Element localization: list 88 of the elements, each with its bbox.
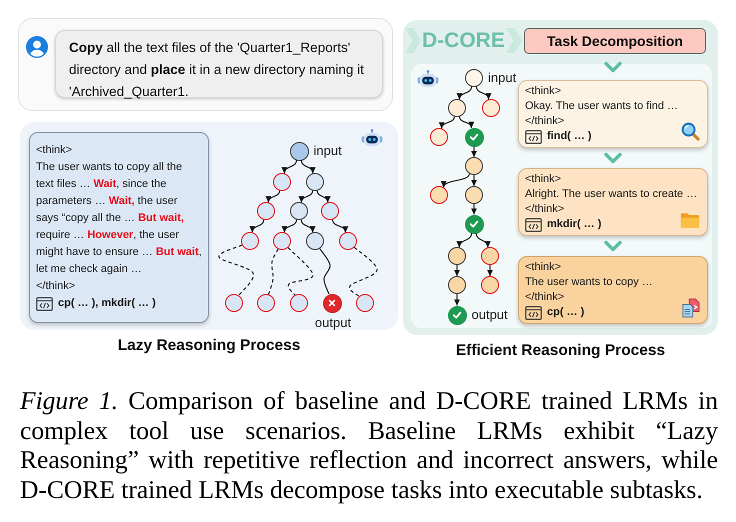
tree-node (481, 247, 499, 265)
arrow (440, 116, 455, 129)
tree-node (321, 202, 339, 220)
arrow (476, 86, 491, 100)
arrow (471, 146, 477, 158)
tree-node (306, 232, 324, 250)
arrow (454, 265, 460, 276)
method-name: D-CORE (421, 28, 506, 53)
think-tag: <think> (525, 84, 562, 99)
dashed-line (349, 246, 378, 297)
function-call: cp( … ) (547, 305, 584, 320)
tree-node (448, 276, 466, 294)
tree-node (465, 186, 483, 204)
arrow (266, 190, 280, 203)
reasoning-text: Okay. The user wants to find … (525, 99, 678, 114)
query-bubble (55, 30, 383, 98)
think-tag: </think> (525, 202, 564, 217)
thinking-card (29, 132, 209, 323)
think-tag: </think> (36, 278, 76, 295)
arrow (282, 220, 298, 233)
arrow (282, 160, 298, 174)
tree-node (430, 128, 448, 146)
arrow (250, 220, 264, 233)
tree-node (273, 232, 291, 250)
inner-panel (411, 64, 712, 328)
dashed-line (288, 247, 314, 296)
tree-node (448, 99, 466, 117)
think-tag: <think> (36, 142, 72, 159)
tree-node (448, 247, 466, 265)
tree-node (241, 232, 259, 250)
tree-node (306, 173, 324, 191)
tree-node (465, 157, 483, 175)
arrow (457, 233, 472, 248)
figure-caption: Figure 1. Comparison of baseline and D-CORE trained LRMs in complex tool use scenarios. Baseline LRMs exhibit “Lazy Reasoning” with repetitive reflection and incorrect answers, while D-CORE trained LRMs decompose tasks into executable subtasks. (20, 386, 718, 504)
arrow (454, 294, 460, 306)
think-tag: <think> (525, 172, 562, 187)
tree-node (430, 186, 448, 204)
function-call: cp( … ), mkdir( … ) (58, 296, 156, 311)
node-label: input (488, 70, 516, 85)
arrow (471, 204, 477, 215)
tree-node (257, 294, 275, 312)
dashed-line (218, 244, 254, 296)
arrow (300, 160, 315, 174)
query-text: Copy all the text files of the 'Quarter1_Reports' directory and place it in a new directory naming it 'Archived_Quarter1. (69, 39, 365, 101)
arrow (332, 220, 348, 233)
arrow (471, 175, 477, 186)
panel-title: Efficient Reasoning Process (456, 342, 666, 360)
arrow (487, 265, 493, 276)
reasoning-text: The user wants to copy … (525, 275, 653, 290)
tree-node (273, 173, 291, 191)
tree-node (290, 294, 308, 312)
function-call: mkdir( … ) (547, 217, 602, 232)
connector-line (319, 248, 331, 294)
think-tag: </think> (525, 290, 564, 305)
success-node (464, 128, 484, 146)
arrow (458, 116, 474, 128)
reasoning-text: Alright. The user wants to create … (525, 187, 698, 202)
arrow (442, 174, 470, 188)
header-box (524, 28, 706, 54)
function-call: find( … ) (547, 129, 592, 144)
arrow (300, 220, 315, 233)
tree-node (482, 99, 500, 117)
node-label: output (314, 314, 352, 330)
reasoning-text: The user wants to copy all the text files … Wait, since the parameters … Wait, the user says “copy all the … But wait, require … However, the user might have to ensure … But wait, let me check again … (36, 160, 202, 277)
thinking-card (518, 80, 708, 148)
tree-node (481, 276, 499, 294)
tree-node (257, 202, 275, 220)
dashed-line (268, 248, 279, 295)
thinking-card (518, 256, 708, 324)
think-tag: <think> (525, 260, 562, 275)
arrow (316, 190, 330, 203)
think-tag: </think> (525, 114, 564, 129)
tree-node (356, 294, 374, 312)
tree-node (339, 232, 357, 250)
chevron-arrow (604, 240, 622, 252)
tree-node (290, 202, 308, 220)
chevron-arrow (604, 152, 622, 164)
panel-title: Lazy Reasoning Process (118, 337, 300, 355)
arrow (299, 190, 314, 203)
arrow (476, 233, 490, 248)
chevron-arrow (604, 62, 622, 72)
arrow (457, 86, 472, 100)
thinking-card (518, 168, 708, 236)
node-label: output (472, 307, 508, 322)
success-node (464, 214, 484, 234)
header-text: Task Decomposition (547, 32, 683, 51)
tree-node (225, 294, 243, 312)
node-label: input (314, 143, 342, 158)
